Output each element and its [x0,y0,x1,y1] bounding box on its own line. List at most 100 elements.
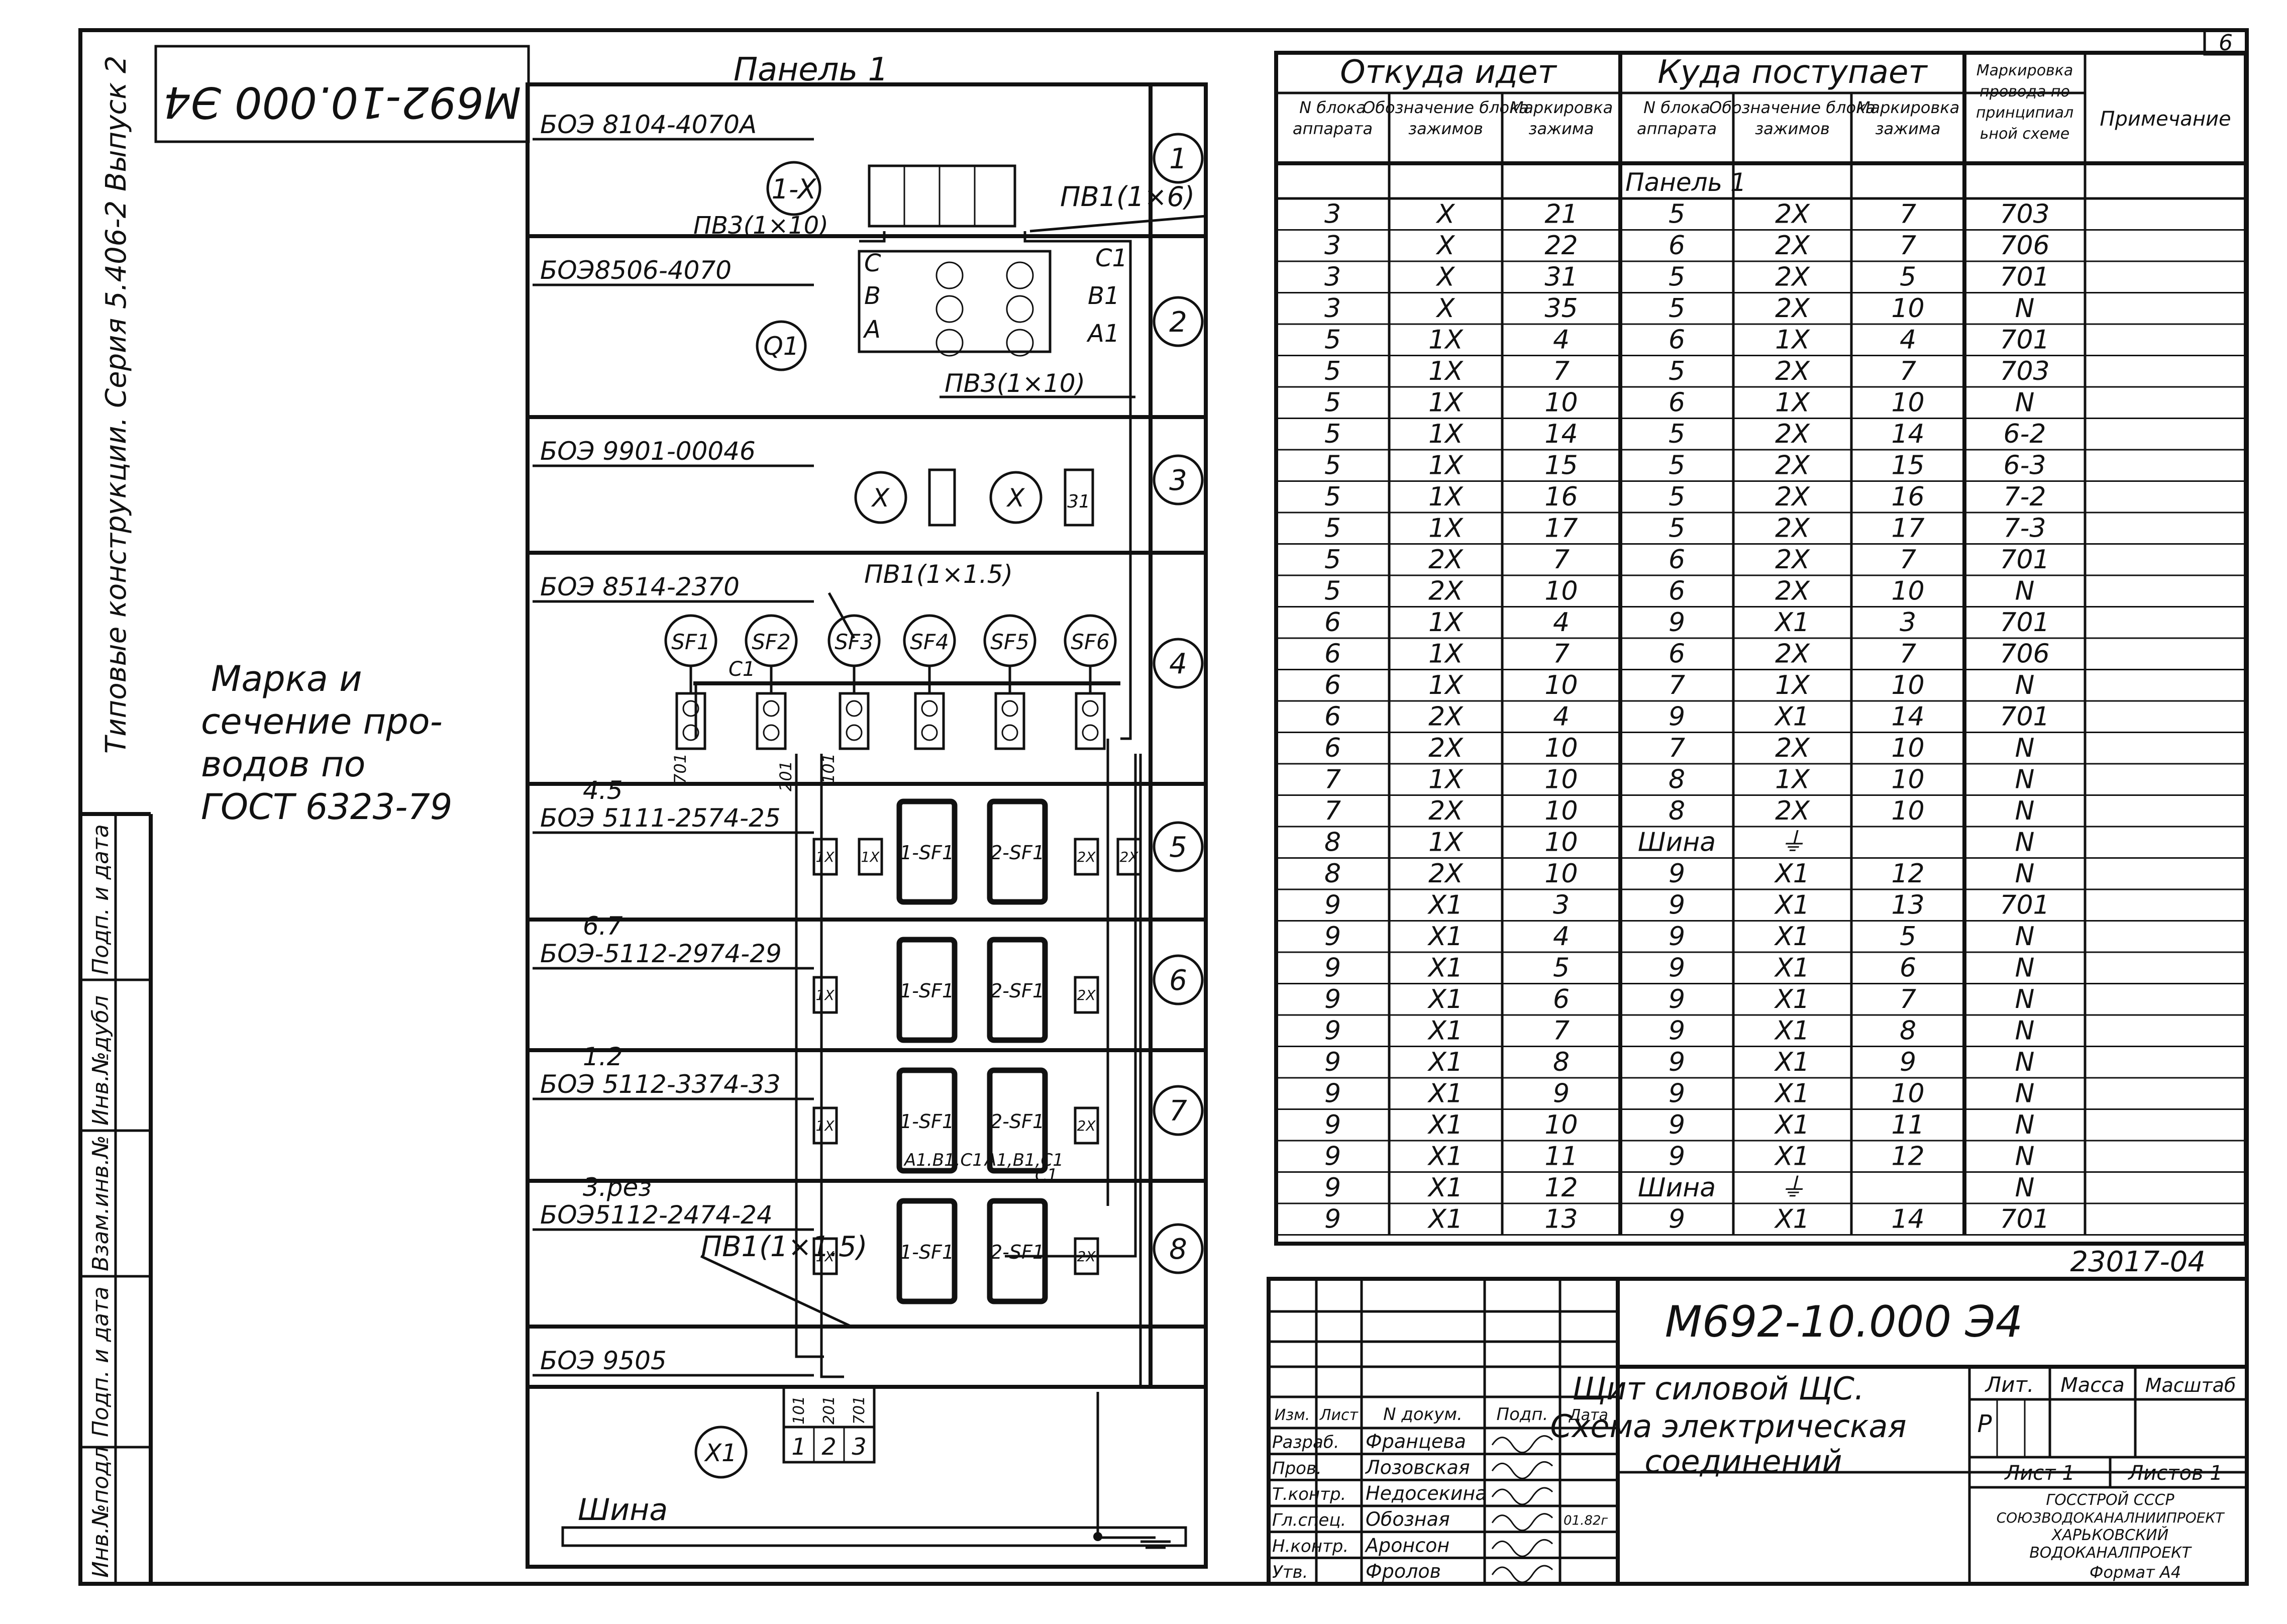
svg-text:ГОСТ 6323-79: ГОСТ 6323-79 [201,786,452,828]
table-cell: 7 [1324,796,1341,826]
table-cell: 701 [2000,262,2049,292]
table-cell: 6 [1669,231,1685,261]
table-cell: X1 [1427,953,1463,983]
phase-a: A [863,316,881,344]
table-cell: 12 [1891,859,1924,889]
block-sub-label: 3.рез [583,1173,652,1202]
breaker-label: 2-SF1 [990,1110,1045,1133]
table-cell: 9 [1669,1110,1685,1140]
table-cell: 7 [1553,545,1570,575]
table-cell: 10 [1544,670,1578,700]
side-terminal [1116,838,1142,876]
signer-role: Т.контр. [1272,1484,1346,1504]
svg-text:ХАРЬКОВСКИЙ: ХАРЬКОВСКИЙ [2051,1526,2168,1544]
table-cell: 701 [2000,607,2049,638]
wire-label-pv1-15b: ПВ1(1×1.5) [701,1231,867,1263]
side-terminal [1074,838,1099,876]
table-cell: ⏚ [1779,1173,1805,1203]
sign-header: Подп. [1497,1404,1548,1425]
table-cell: 2X [1775,293,1810,324]
sf-terminal-pin [763,700,780,717]
table-cell: 4 [1553,607,1570,638]
signature-scribble [1491,1435,1553,1454]
table-cell: N [2015,796,2035,826]
table-cell: 7 [1324,765,1341,795]
table-cell: 701 [2000,1204,2049,1235]
side-terminal-label: 2X [1077,987,1096,1003]
side-terminal [812,976,838,1014]
table-cell: 2X [1428,702,1464,732]
block3-terminal-31 [1064,468,1094,527]
svg-text:СОЮЗВОДОКАНАЛНИИПРОЕКТ: СОЮЗВОДОКАНАЛНИИПРОЕКТ [1997,1509,2225,1526]
breaker-1-sf1 [987,798,1048,905]
table-cell: X1 [1774,1016,1810,1046]
group-header-marking: провода по [1980,83,2070,100]
table-outline [1274,51,2248,1246]
sf-terminal-pin [682,724,699,741]
table-cell: 7 [1900,639,1916,669]
table-cell: 5 [1669,419,1685,449]
svg-text:A1.B1,C1: A1.B1,C1 [903,1150,983,1170]
panel-outline [526,82,1208,1569]
table-cell: 7 [1900,545,1916,575]
table-cell: 1X [1428,670,1464,700]
side-terminal [1074,976,1099,1014]
terminal-1x-circle [766,161,821,216]
breaker-label: 2-SF1 [990,980,1045,1002]
table-cell: X1 [1427,984,1463,1014]
table-cell: 7 [1900,231,1916,261]
side-terminal-label: 2X [1077,849,1096,865]
column-header: N блока [1299,98,1366,117]
side-terminal [812,1106,838,1145]
table-cell: 10 [1544,828,1578,858]
sf-terminal-pin [682,700,699,717]
table-cell: X1 [1427,1110,1463,1140]
signer-role: Разраб. [1272,1433,1339,1453]
svg-text:101: 101 [819,753,838,784]
table-cell: 9 [1669,1204,1685,1235]
table-cell: 2X [1775,482,1810,512]
table-cell: 1X [1428,828,1464,858]
block-number: 8 [1169,1233,1187,1266]
table-cell: X [1435,199,1456,230]
sf-terminal-pin [846,724,863,741]
table-cell: 5 [1669,451,1685,481]
table-cell: 17 [1891,514,1924,544]
table-cell: 706 [2000,639,2049,669]
table-cell: N [2015,1142,2035,1172]
table-cell: N [2015,922,2035,952]
side-terminal-label: 2X [1077,1118,1096,1134]
table-cell: 2X [1775,419,1810,449]
block-number: 6 [1169,964,1187,997]
sf-terminal-pin [1001,724,1018,741]
block-number-circle [1153,1223,1204,1274]
table-cell: 10 [1891,796,1924,826]
table-cell: 8 [1900,1016,1916,1046]
q1-label: Q1 [763,332,799,361]
table-cell: X1 [1774,1142,1810,1172]
table-cell: X1 [1427,1016,1463,1046]
table-cell: 11 [1891,1110,1924,1140]
panel-1-diagram: Панель 1 БОЭ 8104-4070А1БОЭ8506-40702БОЭ… [526,51,1208,1569]
svg-text:Р: Р [1978,1410,1992,1438]
table-cell: 5 [1900,922,1916,952]
table-cell: Шина [1638,828,1716,858]
table-cell: 8 [1669,765,1685,795]
svg-text:X: X [1006,483,1025,513]
table-cell: 1X [1775,670,1810,700]
side-terminal-label: 1X [816,1248,835,1265]
table-cell: 5 [1324,451,1341,481]
table-cell: 1X [1428,607,1464,638]
table-cell: 3 [1324,199,1341,230]
sign-header: Лист [1319,1406,1359,1424]
table-cell: 9 [1669,607,1685,638]
table-cell: 10 [1544,859,1578,889]
table-cell: 1X [1428,325,1464,355]
column-header: Обозначение блока [1709,98,1876,117]
breaker-1-sf1 [896,1198,958,1304]
table-cell: X1 [1774,1079,1810,1109]
table-cell: 5 [1669,293,1685,324]
table-cell: 6 [1553,984,1570,1014]
q1-switch [858,250,1052,357]
